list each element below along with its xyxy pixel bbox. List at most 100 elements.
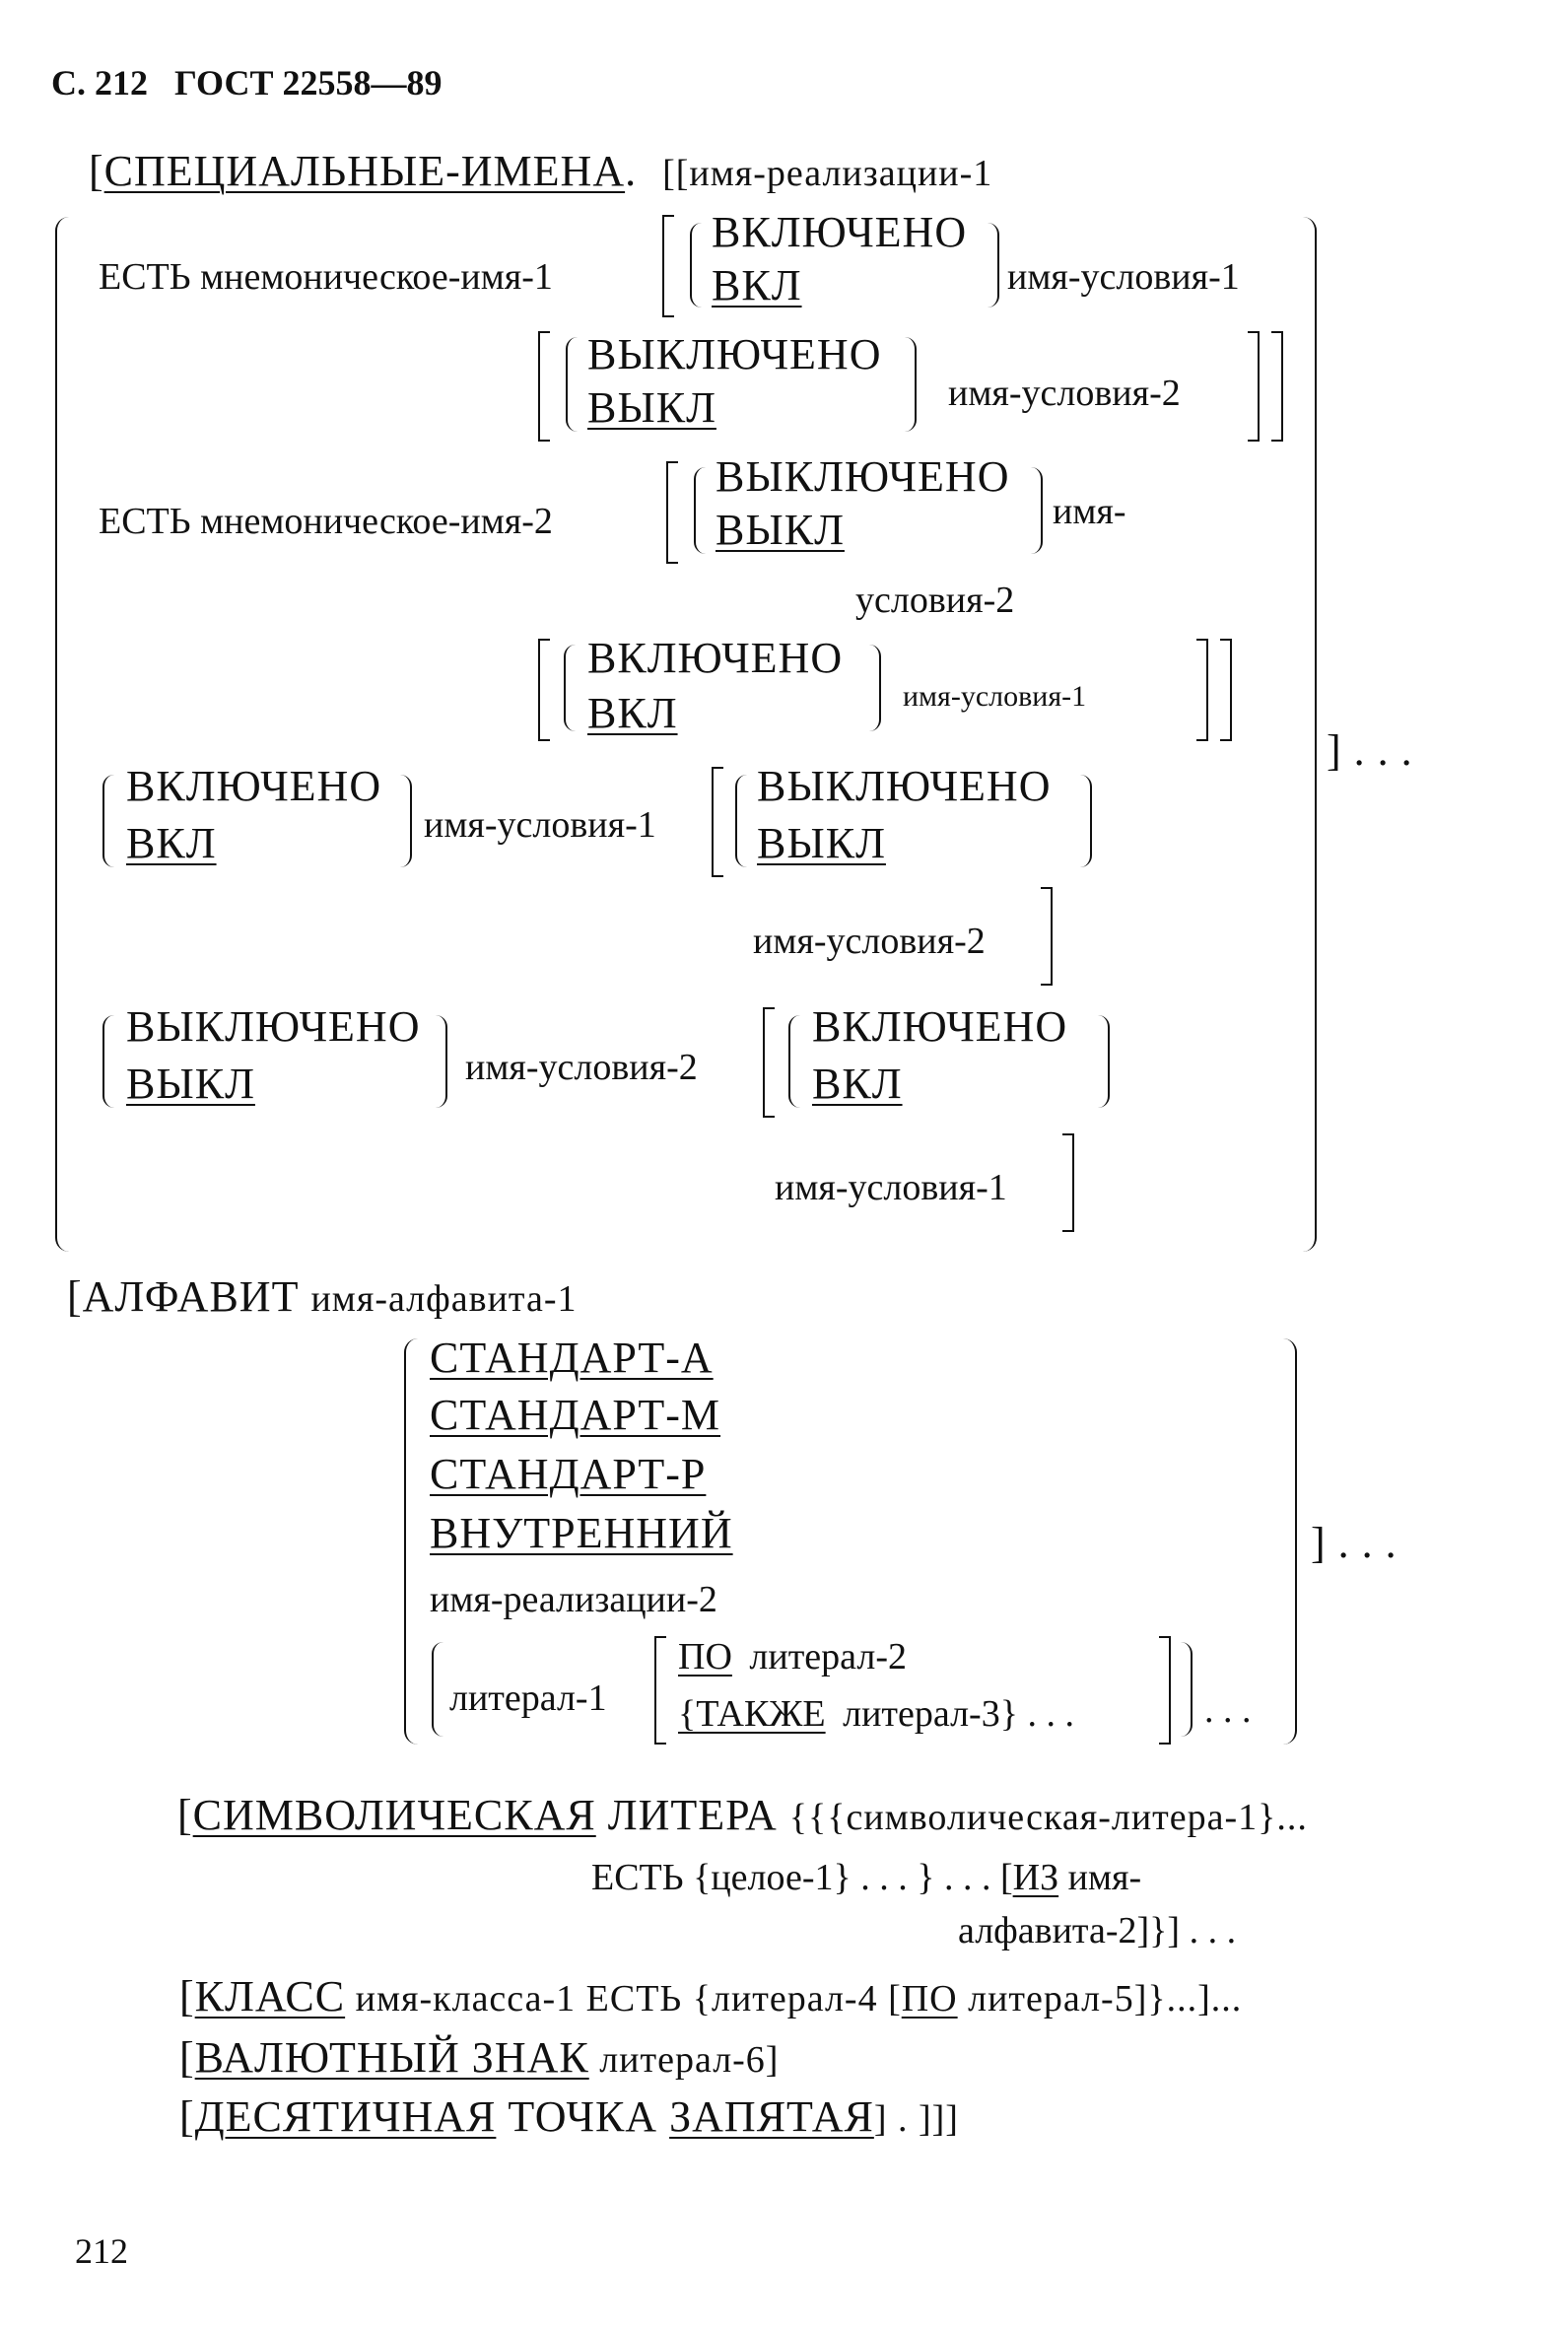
alphabet-name-1: имя-алфавита-1 (310, 1278, 578, 1320)
impl-name-2: имя-реализации-2 (430, 1579, 717, 1620)
est-mnemonic-1: ЕСТЬ мнемоническое-имя-1 (99, 258, 553, 296)
symbolic-line-1: [СИМВОЛИЧЕСКАЯ ЛИТЕРА {{{символическая-л… (177, 1794, 1308, 1837)
brace-left (694, 467, 706, 554)
condition-name-2a: имя- (1053, 491, 1126, 532)
symbolic-line-2-text: ЕСТЬ {целое-1} . . . } . . . [ (591, 1857, 1013, 1898)
bracket: [ (179, 1972, 195, 2020)
off-option-4: ВЫКЛЮЧЕНО (126, 1002, 421, 1051)
literal-1: литерал-1 (449, 1677, 607, 1719)
brace-right (1181, 1642, 1193, 1737)
thru-keyword-2: ПО (901, 1978, 958, 2019)
bracket-left (538, 331, 550, 442)
condition-name-1b: имя-условия-1 (903, 680, 1087, 713)
on-short-option-2: ВКЛ (587, 689, 678, 737)
brace-left (788, 1015, 800, 1108)
condition-name-1c: имя-условия-1 (424, 804, 656, 846)
est-keyword: ЕСТЬ (99, 501, 191, 542)
decimal-line: [ДЕСЯТИЧНАЯ ТОЧКА ЗАПЯТАЯ] . ]]] (179, 2095, 959, 2139)
bracket-left (654, 1636, 666, 1745)
off-short-option-2: ВЫКЛ (716, 506, 845, 554)
thru-line: ПО литерал-2 (678, 1638, 907, 1676)
symbolic-keyword-2: ЛИТЕРА (607, 1791, 778, 1839)
mnemonic-name-1: мнемоническое-имя-1 (200, 256, 553, 298)
alphabet-keyword: АЛФАВИТ (82, 1272, 300, 1321)
in-keyword: ИЗ (1012, 1857, 1059, 1898)
bracket-right (1041, 887, 1053, 986)
bracket-right (1248, 331, 1260, 442)
bracket: [ (179, 2033, 195, 2082)
page-ref: С. 212 (51, 63, 148, 103)
off-option-3: ВЫКЛЮЧЕНО (757, 762, 1052, 810)
literal-6: литерал-6] (588, 2039, 780, 2081)
off-option: ВЫКЛЮЧЕНО (587, 330, 882, 378)
brace-right (436, 1015, 447, 1108)
literal-2: литерал-2 (749, 1636, 907, 1677)
also-keyword: {ТАКЖЕ (678, 1693, 826, 1735)
condition-name-2: имя-условия-2 (948, 373, 1181, 414)
symbolic-rest: {{{символическая-литера-1}... (788, 1797, 1308, 1838)
bracket: [ (89, 147, 104, 195)
brace-left (432, 1642, 443, 1737)
outer-left-brace (55, 217, 71, 1252)
decimal-end: ] . ]]] (873, 2098, 959, 2140)
brace-left (564, 645, 576, 731)
standard-number: ГОСТ 22558—89 (174, 63, 443, 103)
on-option-4: ВКЛЮЧЕНО (812, 1002, 1068, 1051)
literal-3: литерал-3} . . . (843, 1693, 1074, 1735)
mnemonic-name-2: мнемоническое-имя-2 (200, 501, 553, 542)
brace-right (1080, 775, 1092, 867)
brace-left (735, 775, 747, 867)
symbolic-keyword: СИМВОЛИЧЕСКАЯ (192, 1791, 596, 1839)
currency-keyword: ВАЛЮТНЫЙ ЗНАК (194, 2033, 589, 2082)
class-keyword: КЛАСС (194, 1972, 346, 2020)
brace-left (566, 337, 578, 432)
alphabet-left-brace (404, 1338, 420, 1745)
on-short-option-3: ВКЛ (126, 819, 217, 867)
alphabet-option-3: СТАНДАРТ-Р (430, 1450, 707, 1498)
literal-dots: . . . (1204, 1689, 1252, 1731)
off-short-option: ВЫКЛ (587, 383, 716, 432)
symbolic-line-2-end: имя- (1058, 1857, 1142, 1898)
bracket: [ (177, 1791, 193, 1839)
on-short-option-4: ВКЛ (812, 1060, 903, 1108)
class-rest: имя-класса-1 ЕСТЬ {литерал-4 [ (345, 1978, 902, 2019)
off-option-2: ВЫКЛЮЧЕНО (716, 452, 1010, 501)
condition-name-2c: имя-условия-2 (753, 921, 986, 962)
brace-right (905, 337, 917, 432)
condition-name-2b: условия-2 (855, 580, 1015, 621)
on-option-3: ВКЛЮЧЕНО (126, 762, 382, 810)
est-mnemonic-2: ЕСТЬ мнемоническое-имя-2 (99, 503, 553, 540)
on-option-2: ВКЛЮЧЕНО (587, 634, 844, 682)
special-names-keyword: СПЕЦИАЛЬНЫЕ-ИМЕНА (103, 147, 626, 195)
symbolic-line-2: ЕСТЬ {целое-1} . . . } . . . [ИЗ имя- (591, 1859, 1141, 1896)
bracket: [ (67, 1272, 83, 1321)
bracket-right (1062, 1133, 1074, 1232)
condition-name-2d: имя-условия-2 (465, 1047, 698, 1088)
class-line: [КЛАСС имя-класса-1 ЕСТЬ {литерал-4 [ПО … (179, 1975, 1242, 2019)
alphabet-right-brace (1281, 1338, 1297, 1745)
also-line: {ТАКЖЕ литерал-3} . . . (678, 1695, 1074, 1733)
bracket-left (712, 767, 723, 877)
bracket-right (1159, 1636, 1171, 1745)
page-header: С. 212 ГОСТ 22558—89 (51, 65, 442, 101)
currency-line: [ВАЛЮТНЫЙ ЗНАК литерал-6] (179, 2036, 779, 2080)
brace-left (690, 223, 702, 308)
page-number: 212 (75, 2231, 128, 2271)
condition-name-1: имя-условия-1 (1007, 256, 1240, 298)
brace-left (102, 1015, 114, 1108)
bracket-right (1220, 639, 1232, 741)
est-keyword: ЕСТЬ (99, 256, 191, 298)
bracket-right (1271, 331, 1283, 442)
alphabet-tail: ] . . . (1311, 1519, 1398, 1567)
alphabet-option-1: СТАНДАРТ-А (430, 1334, 714, 1382)
brace-right (1031, 467, 1043, 554)
brace-right (1098, 1015, 1110, 1108)
class-end: литерал-5]}...]... (957, 1978, 1243, 2019)
condition-name-1d: имя-условия-1 (775, 1167, 1007, 1208)
block1-tail: ] . . . (1327, 726, 1413, 775)
on-option: ВКЛЮЧЕНО (712, 208, 968, 256)
outer-right-brace (1301, 217, 1317, 1252)
comma-keyword: ЗАПЯТАЯ (669, 2092, 874, 2141)
point-keyword: ТОЧКА (496, 2092, 670, 2141)
bracket-left (538, 639, 550, 741)
